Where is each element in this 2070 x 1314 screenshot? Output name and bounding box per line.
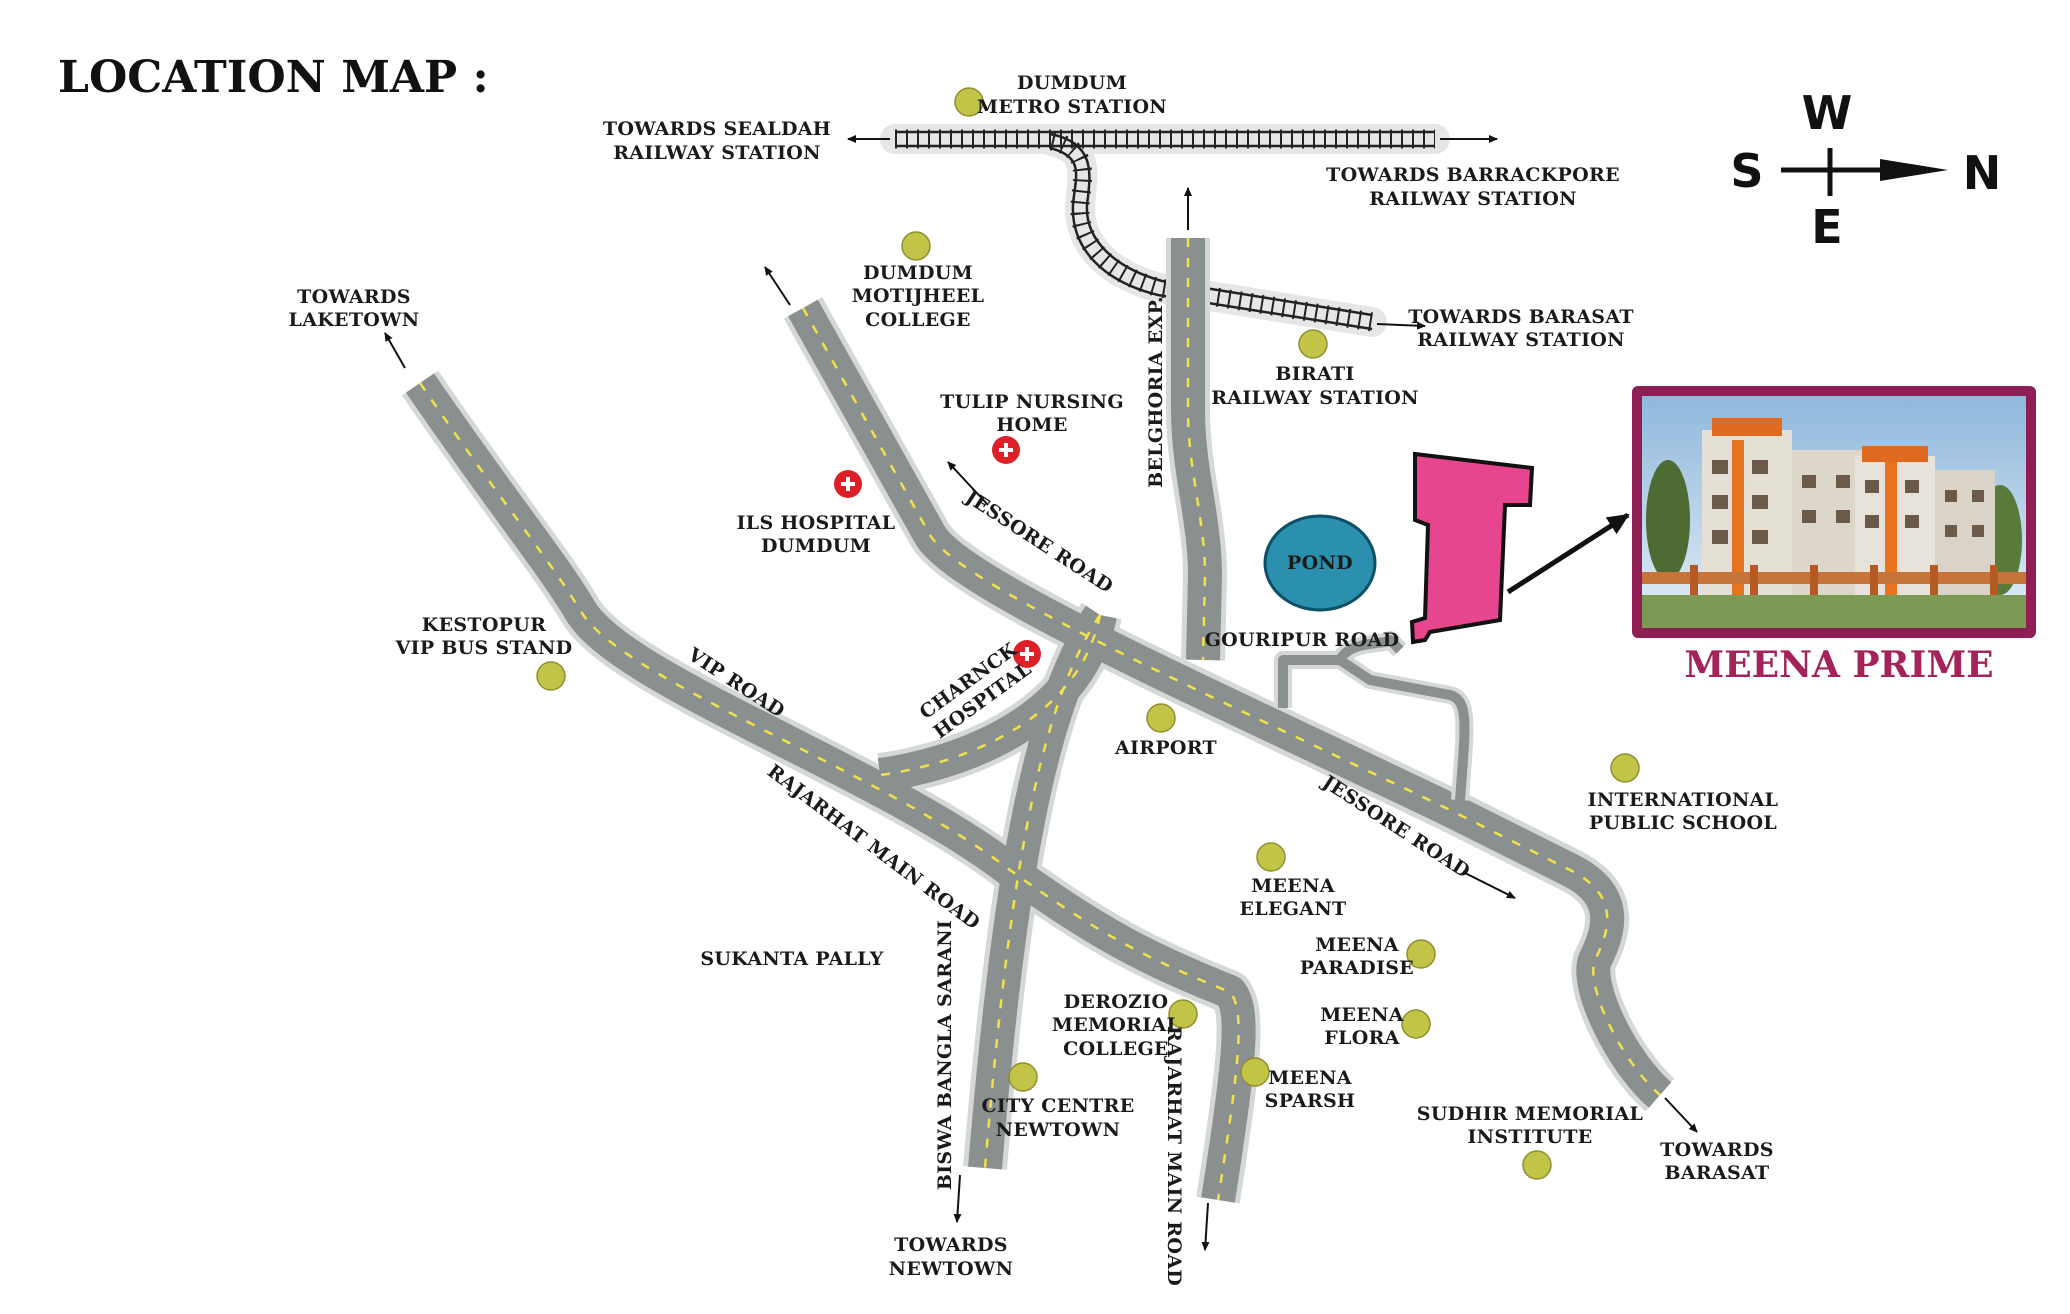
rajarhat-road-label-2: RAJARHAT MAIN ROAD bbox=[1163, 1026, 1185, 1286]
project-name: MEENA PRIME bbox=[1684, 644, 1993, 686]
airport-marker bbox=[1146, 703, 1176, 733]
paradise-label-2: PARADISE bbox=[1300, 957, 1414, 979]
derozio-label-3: COLLEGE bbox=[1063, 1038, 1169, 1060]
tulip-label-2: HOME bbox=[996, 414, 1067, 436]
derozio-college-marker bbox=[1168, 999, 1198, 1029]
compass-e: E bbox=[1811, 200, 1842, 254]
sparsh-label-2: SPARSH bbox=[1265, 1090, 1356, 1112]
metro-label-2: METRO STATION bbox=[977, 96, 1167, 118]
pond-label: POND bbox=[1287, 552, 1353, 574]
compass: W S N E bbox=[1730, 86, 2001, 254]
place-markers bbox=[536, 87, 1640, 1180]
derozio-label-1: DEROZIO bbox=[1064, 991, 1169, 1013]
roads bbox=[384, 187, 1698, 1251]
project-plot bbox=[1409, 451, 1535, 645]
international-school-marker bbox=[1610, 753, 1640, 783]
project-photo bbox=[1632, 386, 2036, 638]
laketown-label-2: LAKETOWN bbox=[289, 309, 420, 331]
international-label-1: INTERNATIONAL bbox=[1588, 789, 1779, 811]
meena-elegant-marker bbox=[1256, 842, 1286, 872]
metro-station-marker bbox=[954, 87, 984, 117]
meena-paradise-marker bbox=[1406, 939, 1436, 969]
barasat-rly-label-2: RAILWAY STATION bbox=[1417, 329, 1625, 351]
hospital-cross-icon bbox=[992, 436, 1020, 464]
motijheel-label-1: DUMDUM bbox=[863, 262, 973, 284]
meena-flora-marker bbox=[1401, 1009, 1431, 1039]
compass-w: W bbox=[1802, 86, 1853, 140]
belghoria-exp-label: BELGHORIA EXP. bbox=[1145, 296, 1167, 488]
motijheel-label-2: MOTIJHEEL bbox=[852, 285, 985, 307]
barasat-label-2: BARASAT bbox=[1665, 1162, 1770, 1184]
project-pointer-arrow bbox=[1506, 512, 1630, 595]
map-title: LOCATION MAP : bbox=[58, 52, 489, 103]
ils-label-1: ILS HOSPITAL bbox=[737, 512, 896, 534]
metro-label-1: DUMDUM bbox=[1017, 72, 1127, 94]
compass-s: S bbox=[1730, 144, 1763, 198]
hospital-markers bbox=[834, 436, 1041, 668]
kestopur-label-2: VIP BUS STAND bbox=[395, 637, 573, 659]
birati-label-2: RAILWAY STATION bbox=[1211, 387, 1419, 409]
flora-label-1: MEENA bbox=[1320, 1004, 1404, 1026]
sparsh-label-1: MEENA bbox=[1268, 1067, 1352, 1089]
newtown-label-1: TOWARDS bbox=[894, 1234, 1008, 1256]
elegant-label-2: ELEGANT bbox=[1240, 898, 1347, 920]
sukanta-label: SUKANTA PALLY bbox=[700, 948, 883, 970]
barasat-rly-label-1: TOWARDS BARASAT bbox=[1408, 306, 1634, 328]
pond-shape bbox=[1263, 514, 1377, 612]
city-centre-marker bbox=[1008, 1062, 1038, 1092]
motijheel-label-3: COLLEGE bbox=[865, 309, 971, 331]
tulip-label-1: TULIP NURSING bbox=[940, 391, 1124, 413]
citycentre-label-1: CITY CENTRE bbox=[981, 1095, 1134, 1117]
barrackpore-label-1: TOWARDS BARRACKPORE bbox=[1326, 164, 1620, 186]
sealdah-label-2: RAILWAY STATION bbox=[613, 142, 821, 164]
laketown-label-1: TOWARDS bbox=[297, 286, 411, 308]
kestopur-marker bbox=[536, 661, 566, 691]
birati-label-1: BIRATI bbox=[1275, 363, 1354, 385]
barrackpore-label-2: RAILWAY STATION bbox=[1369, 188, 1577, 210]
flora-label-2: FLORA bbox=[1324, 1027, 1399, 1049]
gouripur-road-label: GOURIPUR ROAD bbox=[1205, 629, 1400, 651]
hospital-cross-icon bbox=[834, 470, 862, 498]
elegant-label-1: MEENA bbox=[1251, 875, 1335, 897]
derozio-label-2: MEMORIAL bbox=[1052, 1014, 1180, 1036]
birati-station-marker bbox=[1298, 329, 1328, 359]
biswa-bangla-label: BISWA BANGLA SARANI bbox=[934, 920, 956, 1190]
sudhir-label-2: INSTITUTE bbox=[1467, 1126, 1592, 1148]
place-labels: DUMDUM METRO STATION TOWARDS SEALDAH RAI… bbox=[289, 72, 1779, 1280]
international-label-2: PUBLIC SCHOOL bbox=[1589, 812, 1777, 834]
kestopur-label-1: KESTOPUR bbox=[422, 614, 546, 636]
newtown-label-2: NEWTOWN bbox=[889, 1258, 1014, 1280]
railway-lines bbox=[847, 124, 1498, 337]
sudhir-label-1: SUDHIR MEMORIAL bbox=[1417, 1103, 1643, 1125]
paradise-label-1: MEENA bbox=[1315, 934, 1399, 956]
sealdah-label-1: TOWARDS SEALDAH bbox=[603, 118, 831, 140]
ils-label-2: DUMDUM bbox=[761, 535, 871, 557]
hospital-cross-icon bbox=[1013, 640, 1041, 668]
sudhir-institute-marker bbox=[1522, 1150, 1552, 1180]
barasat-label-1: TOWARDS bbox=[1660, 1139, 1774, 1161]
motijheel-college-marker bbox=[901, 231, 931, 261]
airport-label: AIRPORT bbox=[1114, 737, 1217, 759]
compass-n: N bbox=[1963, 146, 2002, 200]
meena-sparsh-marker bbox=[1240, 1057, 1270, 1087]
citycentre-label-2: NEWTOWN bbox=[996, 1119, 1121, 1141]
